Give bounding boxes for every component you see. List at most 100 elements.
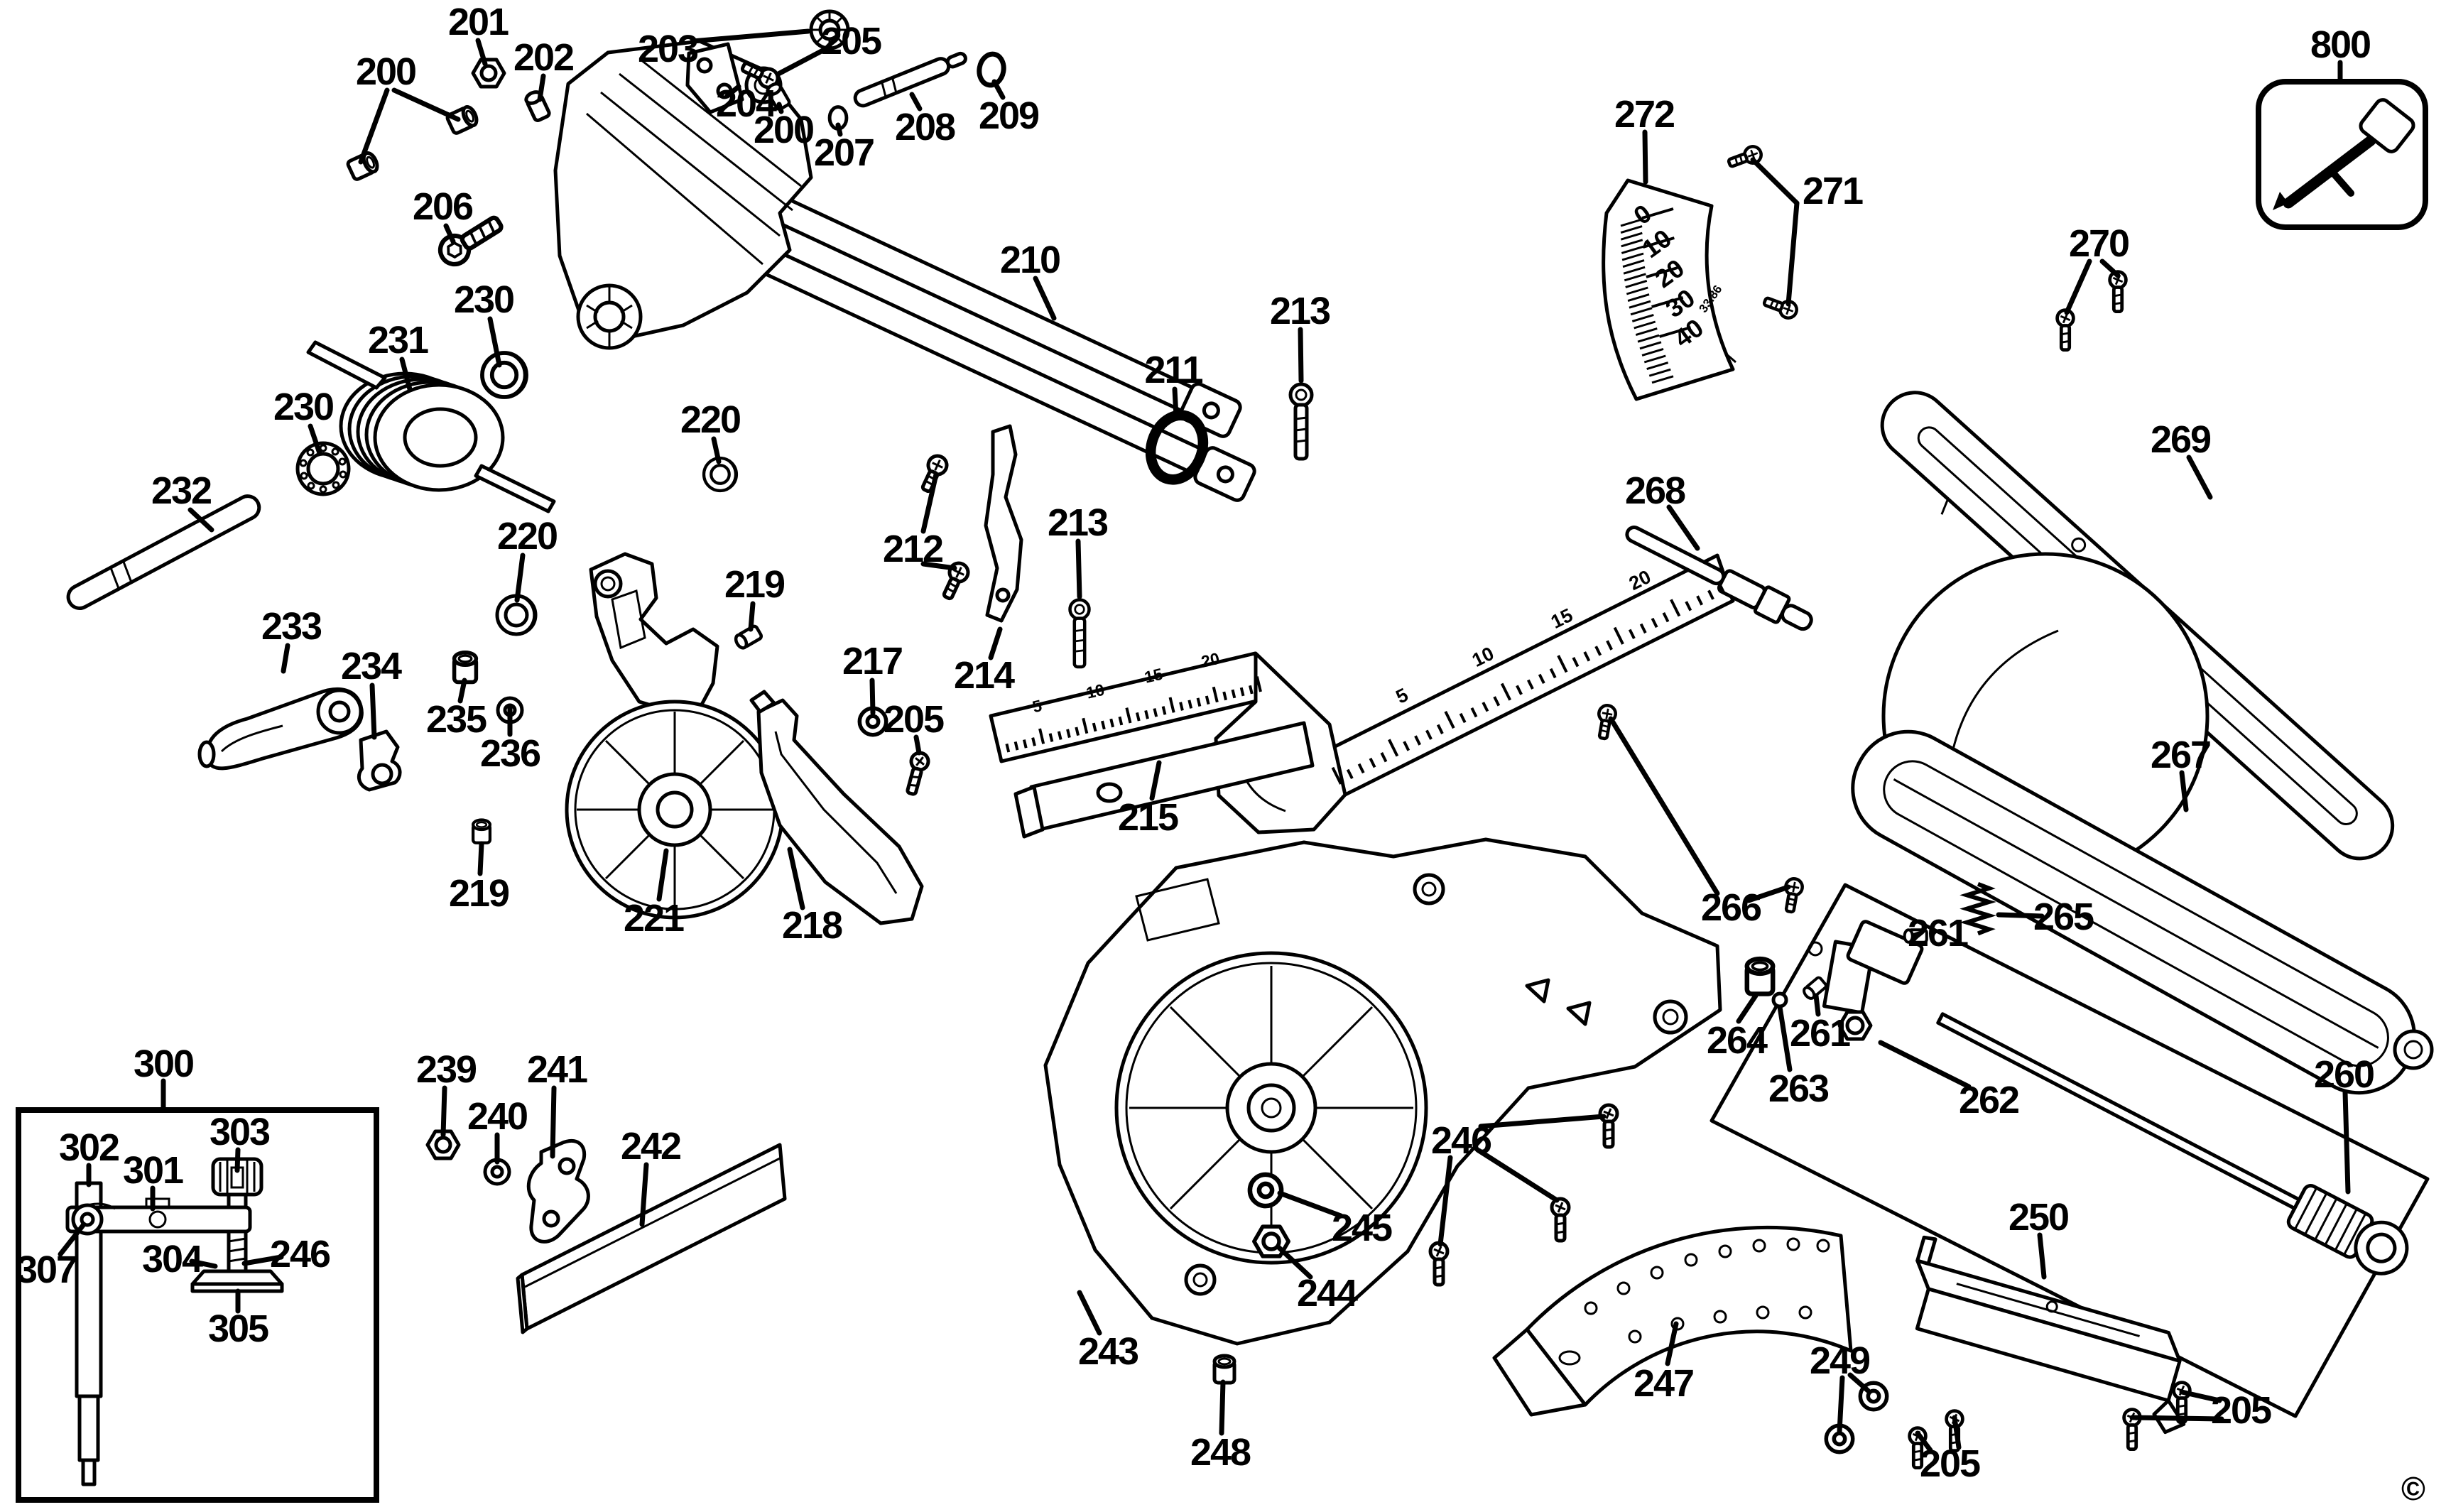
- leader-line-211: [1172, 386, 1179, 419]
- part-label-205: 205: [884, 698, 944, 741]
- wrench-icon: [2273, 98, 2415, 210]
- leader-line-205: [2129, 1415, 2224, 1422]
- part-label-265: 265: [2033, 896, 2094, 938]
- leader-line-231: [399, 357, 413, 392]
- leader-line-200: [358, 87, 390, 165]
- leader-line-212: [920, 472, 939, 534]
- part-label-233: 233: [261, 605, 322, 648]
- part-label-217: 217: [842, 640, 902, 682]
- part-label-205: 205: [1920, 1442, 1980, 1485]
- leader-line-272: [1642, 129, 1648, 185]
- leader-line-214: [988, 626, 1003, 660]
- part-label-231: 231: [368, 319, 428, 361]
- part-label-261: 261: [1908, 912, 1968, 954]
- leader-line-205: [1952, 1415, 1962, 1450]
- leader-line-206: [443, 223, 456, 244]
- part-label-264: 264: [1707, 1019, 1768, 1062]
- leader-line-207: [835, 122, 843, 137]
- leader-line-201: [475, 38, 488, 67]
- leader-line-235: [457, 678, 467, 704]
- part-label-232: 232: [151, 469, 211, 512]
- part-label-218: 218: [782, 904, 842, 947]
- leader-line-233: [281, 643, 290, 674]
- part-label-206: 206: [413, 185, 473, 228]
- part-longscrew: [1290, 384, 1312, 459]
- part-250-rail-bracket: [1915, 1235, 2186, 1435]
- leader-line-242: [639, 1162, 649, 1227]
- part-label-205: 205: [821, 20, 881, 62]
- part-label-235: 235: [426, 698, 487, 741]
- part-233-lock-handle: [197, 687, 364, 771]
- leader-line-247: [1665, 1321, 1679, 1366]
- leader-line-271: [1750, 157, 1800, 206]
- part-cap: [455, 653, 477, 682]
- detail-box-outline: [16, 1107, 379, 1503]
- leader-line-220: [711, 436, 722, 464]
- leader-line-265: [1996, 912, 2045, 919]
- leader-line-264: [1736, 993, 1759, 1024]
- part-label-266: 266: [1701, 886, 1761, 929]
- part-label-260: 260: [2314, 1053, 2374, 1096]
- part-262-260-depth-stop: [1710, 883, 2430, 1418]
- part-208-pin: [853, 51, 967, 108]
- part-label-240: 240: [467, 1095, 527, 1138]
- leader-line-246: [1476, 1148, 1560, 1203]
- part-ball: [1773, 994, 1786, 1006]
- part-label-221: 221: [624, 897, 684, 940]
- leader-line-230: [308, 423, 322, 456]
- part-label-203: 203: [638, 28, 698, 70]
- part-label-214: 214: [954, 654, 1015, 697]
- scale-number: 20: [1200, 649, 1222, 671]
- leader-line-267: [2179, 770, 2189, 812]
- leader-line-260: [2342, 1089, 2351, 1195]
- part-232-pivot-rod: [66, 494, 261, 610]
- part-label-239: 239: [416, 1048, 477, 1091]
- copyright-symbol: ©: [2401, 1470, 2425, 1507]
- part-washer: [1250, 1175, 1281, 1206]
- leader-line-270: [2064, 259, 2092, 315]
- part-label-245: 245: [1332, 1207, 1392, 1249]
- part-label-244: 244: [1297, 1272, 1358, 1315]
- part-label-272: 272: [1614, 93, 1674, 136]
- part-label-246: 246: [270, 1233, 330, 1276]
- part-label-241: 241: [527, 1048, 587, 1091]
- leader-line-219: [748, 601, 756, 632]
- leader-line-246: [1437, 1155, 1453, 1247]
- leader-line-219: [477, 841, 484, 876]
- part-267-housing-guard: [1851, 552, 2434, 1095]
- leader-line-269: [2186, 455, 2213, 500]
- part-longscrew: [1070, 600, 1089, 668]
- leader-line-212: [920, 561, 957, 571]
- leader-line-205: [2179, 1389, 2222, 1403]
- leader-line-249: [1847, 1372, 1871, 1393]
- part-label-212: 212: [883, 528, 942, 570]
- part-label-219: 219: [724, 563, 785, 606]
- part-label-269: 269: [2151, 418, 2211, 461]
- part-label-202: 202: [513, 36, 573, 79]
- part-label-201: 201: [448, 1, 509, 43]
- part-label-219: 219: [449, 872, 509, 915]
- leader-line-232: [187, 507, 214, 533]
- leader-line-215: [1149, 760, 1162, 801]
- leader-line-202: [537, 73, 546, 102]
- leader-line-261: [1912, 931, 1922, 938]
- part-label-211: 211: [1144, 349, 1202, 391]
- part-label-200: 200: [754, 109, 813, 151]
- part-label-271: 271: [1803, 170, 1863, 212]
- part-screwv: [1552, 1199, 1569, 1241]
- scale-number: 10: [1085, 680, 1107, 702]
- scale-number: 5: [1031, 696, 1044, 716]
- part-242-fence-plate: [516, 1143, 787, 1334]
- leader-line-230: [487, 316, 502, 368]
- part-label-268: 268: [1625, 469, 1685, 512]
- leader-line-307: [58, 1222, 87, 1257]
- leader-line-241: [550, 1085, 557, 1159]
- part-label-208: 208: [895, 106, 955, 148]
- part-label-230: 230: [273, 386, 333, 428]
- part-cap: [1747, 959, 1773, 994]
- leader-line-246: [1478, 1114, 1607, 1129]
- part-268-detent-rod: [1625, 526, 1813, 631]
- leader-line-250: [2037, 1232, 2047, 1280]
- part-screwv: [1600, 1105, 1617, 1147]
